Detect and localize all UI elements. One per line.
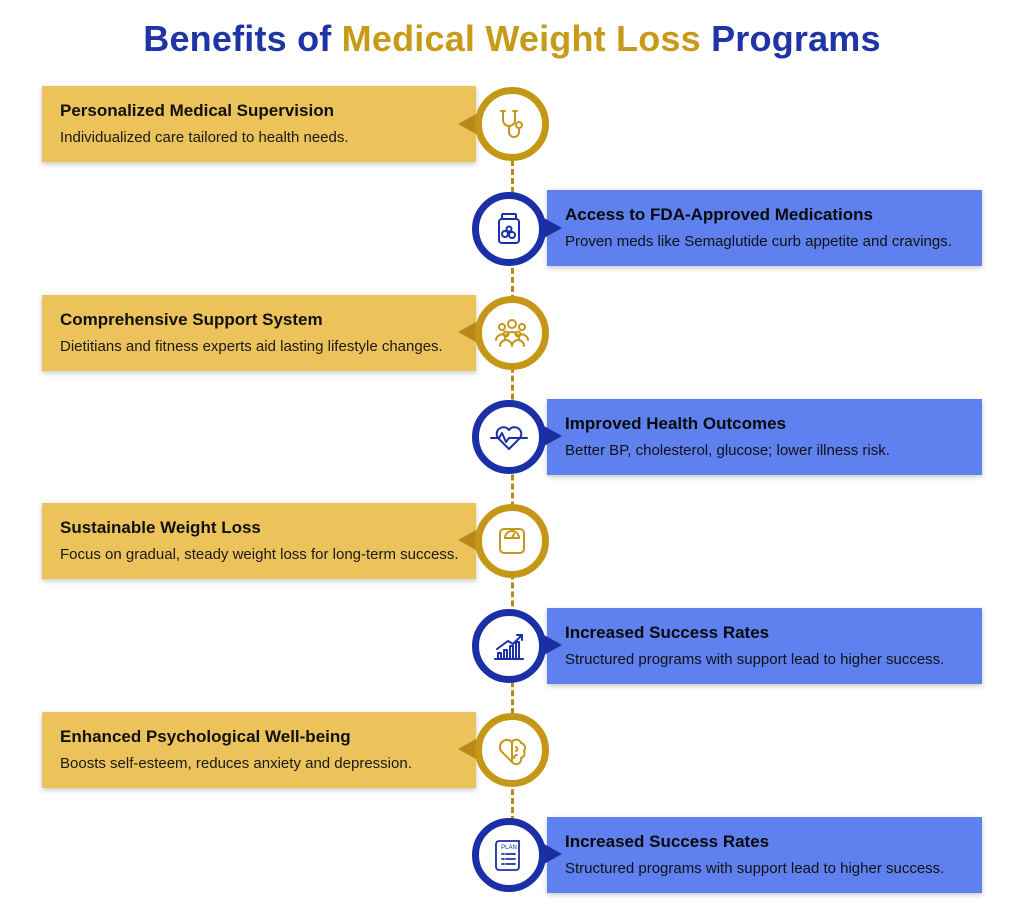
title-part-1: Benefits of <box>143 18 342 59</box>
pointer-arrow <box>458 114 476 134</box>
benefit-desc: Structured programs with support lead to… <box>565 860 945 877</box>
benefit-card-6: Increased Success Rates Structured progr… <box>547 608 982 684</box>
benefit-desc: Focus on gradual, steady weight loss for… <box>60 546 459 563</box>
benefit-title: Increased Success Rates <box>565 832 770 851</box>
heart-pulse-icon <box>472 400 546 474</box>
benefit-card-3: Comprehensive Support System Dietitians … <box>42 295 476 371</box>
benefit-desc: Individualized care tailored to health n… <box>60 129 349 146</box>
pointer-arrow <box>458 530 476 550</box>
benefit-card-5: Sustainable Weight Loss Focus on gradual… <box>42 503 476 579</box>
benefit-desc: Dietitians and fitness experts aid lasti… <box>60 338 443 355</box>
scale-icon <box>475 504 549 578</box>
benefit-desc: Better BP, cholesterol, glucose; lower i… <box>565 442 890 459</box>
pointer-arrow <box>544 426 562 446</box>
benefit-title: Enhanced Psychological Well-being <box>60 727 351 746</box>
benefit-title: Improved Health Outcomes <box>565 414 787 433</box>
heart-brain-icon <box>475 713 549 787</box>
plan-scroll-icon: PLAN <box>472 818 546 892</box>
benefit-desc: Boosts self-esteem, reduces anxiety and … <box>60 755 412 772</box>
title-part-2: Medical Weight Loss <box>341 18 701 59</box>
timeline-spine <box>511 160 514 840</box>
pointer-arrow <box>544 218 562 238</box>
benefit-card-2: Access to FDA-Approved Medications Prove… <box>547 190 982 266</box>
pointer-arrow <box>544 635 562 655</box>
plan-label: PLAN <box>501 845 517 851</box>
pointer-arrow <box>458 322 476 342</box>
growth-chart-icon <box>472 609 546 683</box>
benefit-title: Personalized Medical Supervision <box>60 101 334 120</box>
title-part-3: Programs <box>700 18 881 59</box>
page-title: Benefits of Medical Weight Loss Programs <box>0 18 1024 60</box>
benefit-title: Sustainable Weight Loss <box>60 518 261 537</box>
group-people-icon <box>475 296 549 370</box>
benefit-title: Comprehensive Support System <box>60 310 323 329</box>
benefit-card-7: Enhanced Psychological Well-being Boosts… <box>42 712 476 788</box>
benefit-title: Access to FDA-Approved Medications <box>565 205 873 224</box>
benefit-card-4: Improved Health Outcomes Better BP, chol… <box>547 399 982 475</box>
benefit-card-8: Increased Success Rates Structured progr… <box>547 817 982 893</box>
benefit-title: Increased Success Rates <box>565 623 770 642</box>
benefit-desc: Proven meds like Semaglutide curb appeti… <box>565 233 952 250</box>
pointer-arrow <box>544 844 562 864</box>
benefit-desc: Structured programs with support lead to… <box>565 651 945 668</box>
benefit-card-1: Personalized Medical Supervision Individ… <box>42 86 476 162</box>
pill-bottle-icon <box>472 192 546 266</box>
pointer-arrow <box>458 739 476 759</box>
stethoscope-icon <box>475 87 549 161</box>
